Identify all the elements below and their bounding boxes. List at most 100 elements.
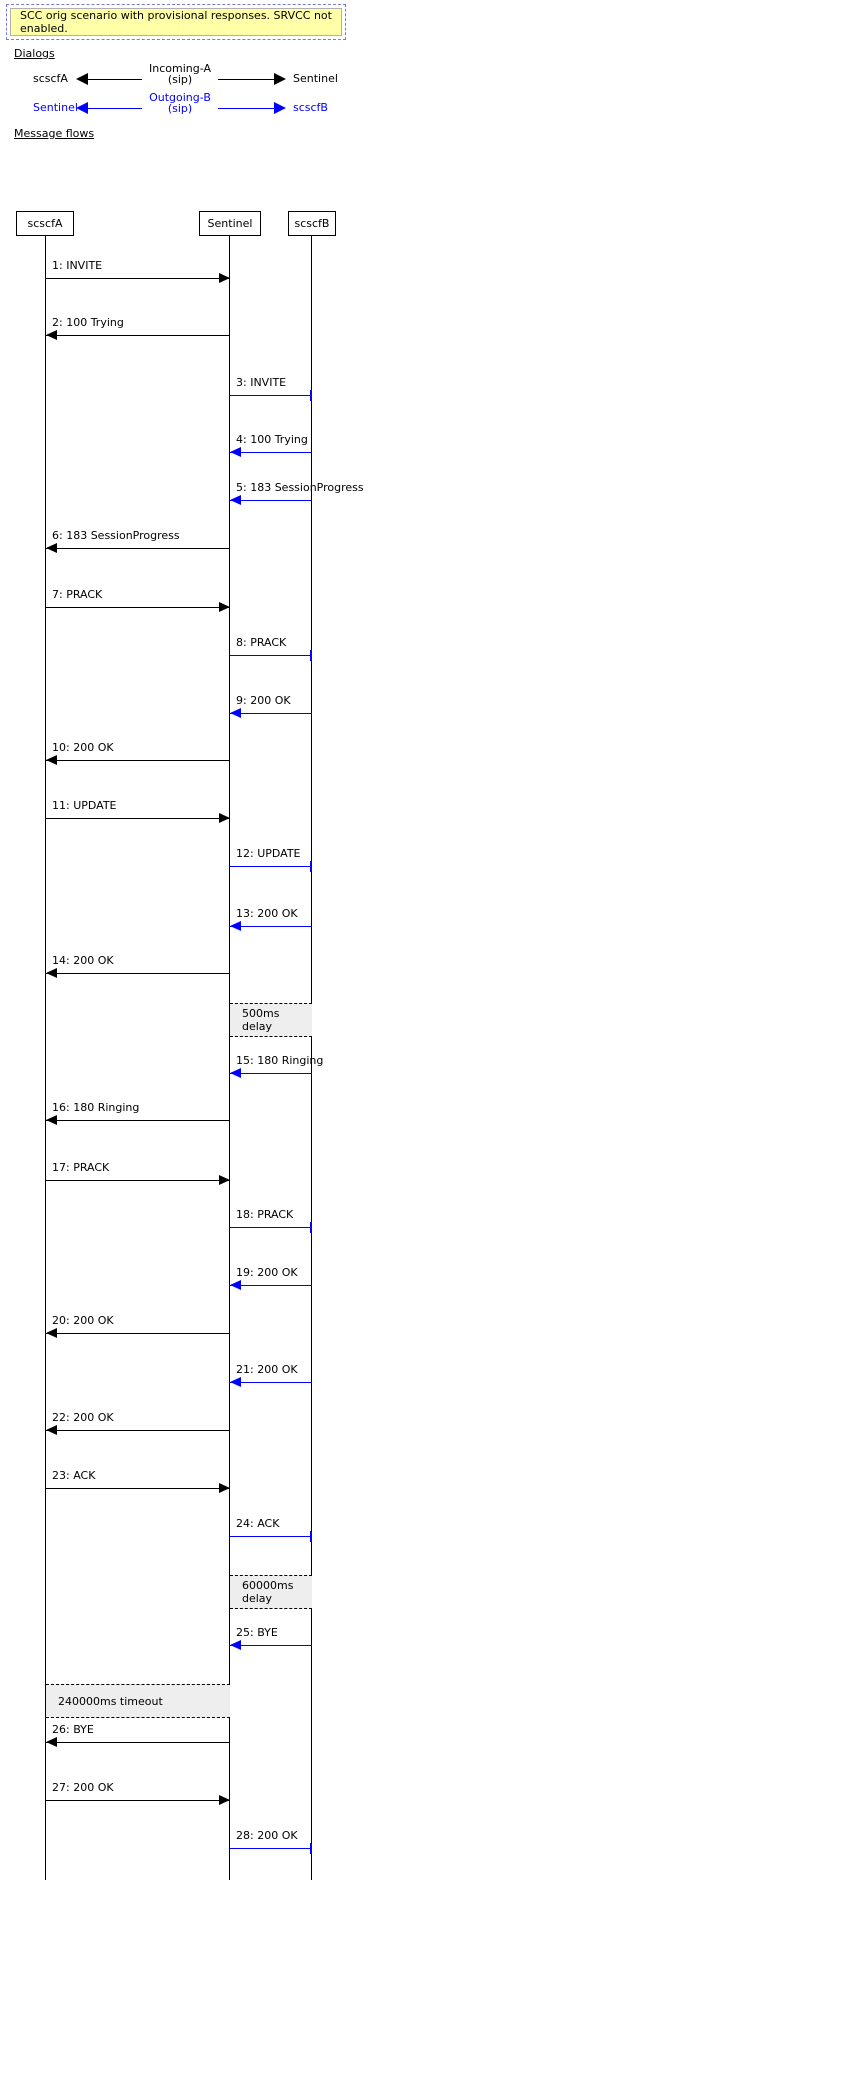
message-arrowhead-26 [46, 1737, 57, 1747]
message-arrowhead-23 [219, 1483, 230, 1493]
dialog-line-left [86, 108, 142, 109]
arrow-left-icon [76, 73, 88, 85]
message-line-15 [230, 1073, 312, 1074]
message-line-20 [46, 1333, 230, 1334]
message-label-19: 19: 200 OK [236, 1266, 298, 1279]
message-line-9 [230, 713, 312, 714]
message-line-16 [46, 1120, 230, 1121]
message-arrowhead-15 [230, 1068, 241, 1078]
message-line-8 [230, 655, 312, 656]
message-label-12: 12: UPDATE [236, 847, 301, 860]
lifeline-header-sentinel: Sentinel [199, 211, 261, 236]
message-line-17 [46, 1180, 230, 1181]
message-label-5: 5: 183 SessionProgress [236, 481, 364, 494]
message-arrowhead-4 [230, 447, 241, 457]
message-arrowhead-6 [46, 543, 57, 553]
message-arrowhead-18 [309, 1222, 312, 1233]
message-arrowhead-9 [230, 708, 241, 718]
message-label-25: 25: BYE [236, 1626, 278, 1639]
message-arrowhead-16 [46, 1115, 57, 1125]
message-label-9: 9: 200 OK [236, 694, 291, 707]
message-label-20: 20: 200 OK [52, 1314, 114, 1327]
message-label-11: 11: UPDATE [52, 799, 117, 812]
dialog-protocol: (sip) [167, 73, 193, 86]
delay-band: 60000ms delay [230, 1575, 312, 1609]
dialog-name-label: Incoming-A (sip) [145, 63, 215, 85]
message-arrowhead-1 [219, 273, 230, 283]
note-banner: SCC orig scenario with provisional respo… [6, 4, 346, 40]
dialog-protocol: (sip) [167, 102, 193, 115]
lifeline-scscfB [311, 236, 313, 1880]
dialog-name: Outgoing-B [149, 91, 211, 104]
delay-band: 240000ms timeout [46, 1684, 230, 1718]
dialog-line-left [86, 79, 142, 80]
message-line-12 [230, 866, 312, 867]
dialog-line-right [218, 108, 276, 109]
message-label-16: 16: 180 Ringing [52, 1101, 140, 1114]
dialog-name: Incoming-A [149, 62, 211, 75]
message-label-26: 26: BYE [52, 1723, 94, 1736]
lifeline-header-scscfA: scscfA [16, 211, 74, 236]
message-arrowhead-14 [46, 968, 57, 978]
message-line-21 [230, 1382, 312, 1383]
message-arrowhead-2 [46, 330, 57, 340]
message-arrowhead-20 [46, 1328, 57, 1338]
message-arrowhead-12 [309, 861, 312, 872]
message-label-3: 3: INVITE [236, 376, 287, 389]
message-arrowhead-24 [309, 1531, 312, 1542]
message-arrowhead-7 [219, 602, 230, 612]
dialog-name-label: Outgoing-B (sip) [145, 92, 215, 114]
message-line-2 [46, 335, 230, 336]
message-label-8: 8: PRACK [236, 636, 287, 649]
note-banner-text: SCC orig scenario with provisional respo… [10, 8, 342, 36]
message-line-3 [230, 395, 312, 396]
message-arrowhead-28 [309, 1843, 312, 1854]
message-arrowhead-21 [230, 1377, 241, 1387]
message-line-22 [46, 1430, 230, 1431]
message-line-27 [46, 1800, 230, 1801]
message-arrowhead-11 [219, 813, 230, 823]
dialogs-section-heading: Dialogs [14, 47, 55, 60]
message-label-27: 27: 200 OK [52, 1781, 114, 1794]
message-line-19 [230, 1285, 312, 1286]
message-label-15: 15: 180 Ringing [236, 1054, 324, 1067]
message-line-25 [230, 1645, 312, 1646]
message-arrowhead-10 [46, 755, 57, 765]
message-label-18: 18: PRACK [236, 1208, 294, 1221]
message-arrowhead-5 [230, 495, 241, 505]
message-line-4 [230, 452, 312, 453]
message-label-7: 7: PRACK [52, 588, 103, 601]
message-line-24 [230, 1536, 312, 1537]
message-label-10: 10: 200 OK [52, 741, 114, 754]
lifeline-sentinel [229, 236, 231, 1880]
message-line-5 [230, 500, 312, 501]
message-arrowhead-22 [46, 1425, 57, 1435]
dialog-row-outgoing-b: Sentinel Outgoing-B (sip) scscfB [0, 92, 400, 124]
dialog-row-incoming-a: scscfA Incoming-A (sip) Sentinel [0, 63, 400, 95]
message-line-6 [46, 548, 230, 549]
message-label-21: 21: 200 OK [236, 1363, 298, 1376]
message-flows-section-heading: Message flows [14, 127, 95, 140]
message-label-28: 28: 200 OK [236, 1829, 298, 1842]
message-line-23 [46, 1488, 230, 1489]
message-line-26 [46, 1742, 230, 1743]
message-line-11 [46, 818, 230, 819]
message-label-6: 6: 183 SessionProgress [52, 529, 180, 542]
message-label-1: 1: INVITE [52, 259, 103, 272]
message-line-28 [230, 1848, 312, 1849]
message-arrowhead-19 [230, 1280, 241, 1290]
message-label-24: 24: ACK [236, 1517, 280, 1530]
arrow-right-icon [274, 102, 286, 114]
message-label-14: 14: 200 OK [52, 954, 114, 967]
arrow-left-icon [76, 102, 88, 114]
message-label-2: 2: 100 Trying [52, 316, 124, 329]
message-line-10 [46, 760, 230, 761]
message-label-17: 17: PRACK [52, 1161, 110, 1174]
delay-band: 500ms delay [230, 1003, 312, 1037]
message-arrowhead-8 [309, 650, 312, 661]
arrow-right-icon [274, 73, 286, 85]
message-label-22: 22: 200 OK [52, 1411, 114, 1424]
message-arrowhead-25 [230, 1640, 241, 1650]
dialog-right-endpoint: scscfB [293, 101, 328, 114]
